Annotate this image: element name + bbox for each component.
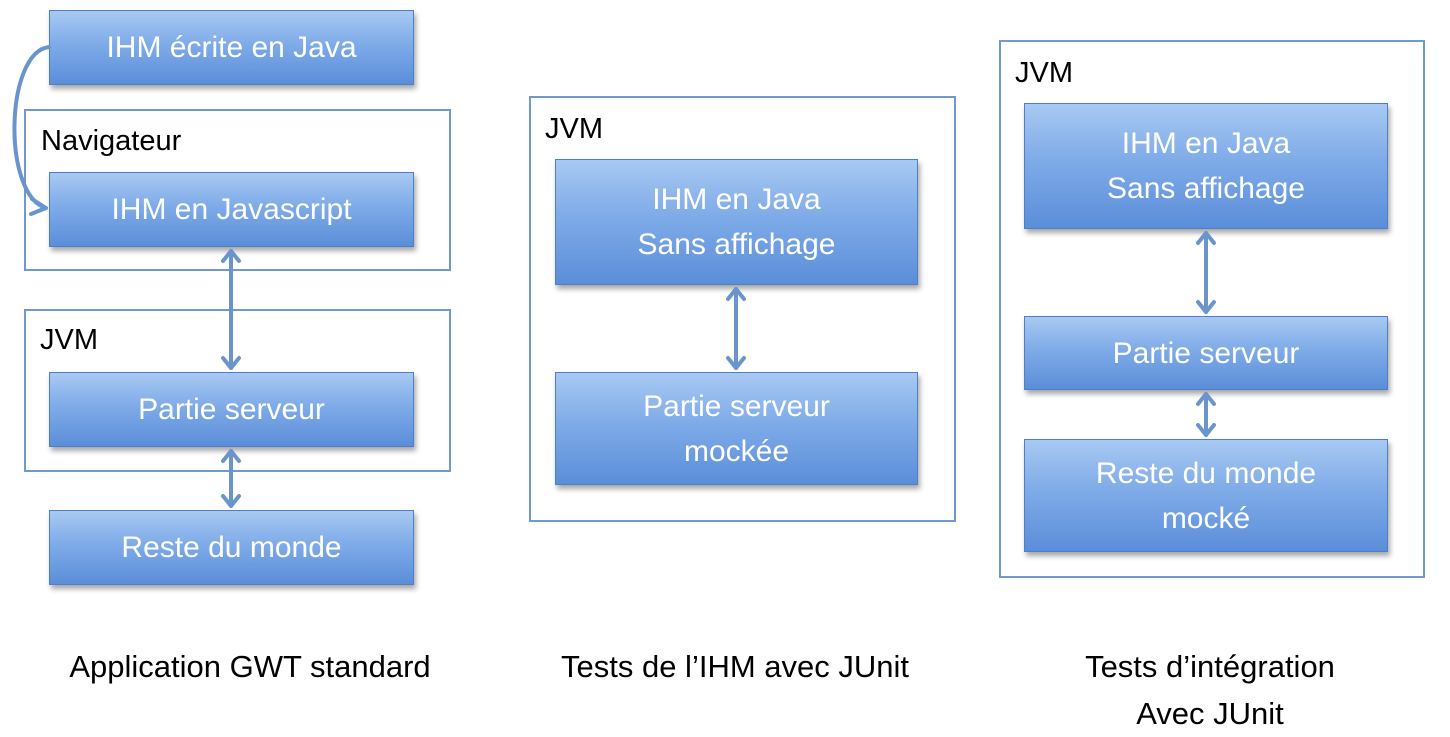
mocked-world-box: Reste du monde mocké	[1024, 439, 1388, 552]
headless-ui-box-integration-line-2: Sans affichage	[1107, 172, 1305, 205]
rest-of-world-box: Reste du monde	[49, 510, 414, 585]
headless-ui-box-integration: IHM en Java Sans affichage	[1024, 103, 1388, 229]
caption-ui-tests: Tests de l’IHM avec JUnit	[561, 649, 909, 684]
jvm-label-ui-tests: JVM	[545, 113, 603, 145]
headless-ui-box-tests: IHM en Java Sans affichage	[555, 159, 918, 285]
server-box-integration: Partie serveur	[1024, 316, 1388, 390]
server-box-integration-text: Partie serveur	[1112, 336, 1300, 370]
java-ui-box-text: IHM écrite en Java	[106, 31, 357, 64]
caption-standard: Application GWT standard	[69, 649, 431, 684]
caption-integration-line-1: Tests d’intégration	[1085, 649, 1335, 684]
mocked-world-box-line-2: mocké	[1161, 501, 1251, 535]
server-box-standard-text: Partie serveur	[138, 393, 325, 426]
rest-of-world-box-text: Reste du monde	[121, 531, 342, 564]
server-box-standard: Partie serveur	[49, 372, 414, 447]
mocked-server-box: Partie serveur mockée	[555, 372, 918, 485]
headless-ui-box-tests-line-2: Sans affichage	[637, 228, 836, 261]
jvm-label-integration: JVM	[1015, 57, 1073, 89]
caption-integration: Tests d’intégration Avec JUnit	[980, 643, 1440, 737]
headless-ui-box-tests-line-1: IHM en Java	[652, 183, 821, 216]
jvm-label-standard: JVM	[40, 324, 98, 356]
javascript-ui-box-text: IHM en Javascript	[111, 193, 352, 226]
mocked-server-box-line-2: mockée	[683, 434, 790, 468]
headless-ui-box-integration-line-1: IHM en Java	[1121, 127, 1291, 160]
navigator-label: Navigateur	[41, 125, 182, 157]
mocked-world-box-line-1: Reste du monde	[1095, 456, 1317, 490]
mocked-server-box-line-1: Partie serveur	[643, 389, 830, 423]
javascript-ui-box: IHM en Javascript	[49, 172, 414, 247]
caption-integration-line-2: Avec JUnit	[1136, 696, 1284, 731]
java-ui-box: IHM écrite en Java	[49, 10, 414, 85]
